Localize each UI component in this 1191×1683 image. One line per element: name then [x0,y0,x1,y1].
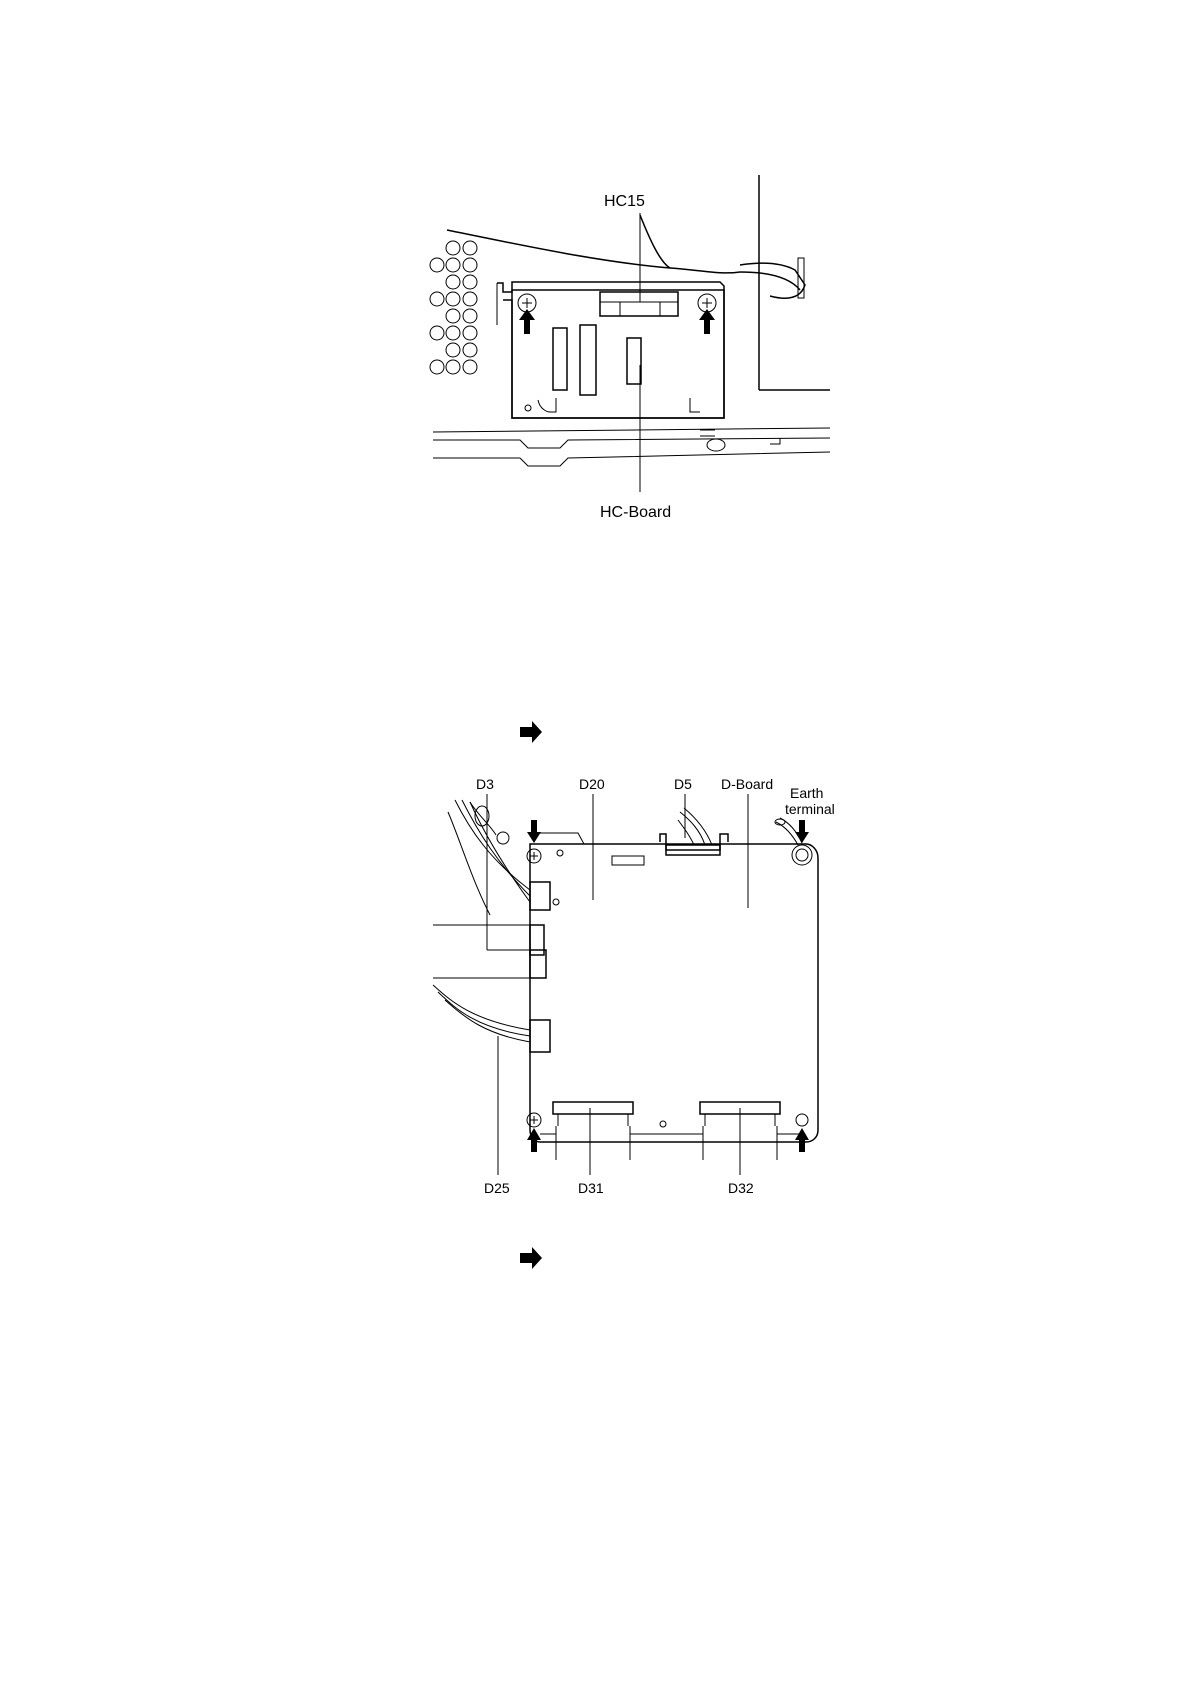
d32-label: D32 [728,1180,754,1196]
earth-label-line2: terminal [785,801,835,817]
hc15-label: HC15 [604,193,645,210]
vent-holes [430,241,477,374]
screw-arrow-icon [527,820,541,843]
screw-arrow-icon [519,309,535,334]
d-board-label: D-Board [721,776,773,792]
hc-board-label: HC-Board [600,504,671,521]
d31-label: D31 [578,1180,604,1196]
hc-board-figure: HC15 HC-Board [430,175,830,521]
arrow-right-icon [520,1247,542,1269]
d25-label: D25 [484,1180,510,1196]
d-board-figure: D3 D20 D5 D-Board Earth terminal D25 D31… [433,776,835,1196]
d20-label: D20 [579,776,605,792]
screw-arrow-icon [527,1128,541,1152]
screw-arrow-icon [795,1128,809,1152]
d5-label: D5 [674,776,692,792]
screw-arrow-icon [795,820,809,843]
d3-label: D3 [476,776,494,792]
screw-arrow-icon [699,309,715,334]
arrow-right-icon [520,721,542,743]
earth-label-line1: Earth [790,785,823,801]
